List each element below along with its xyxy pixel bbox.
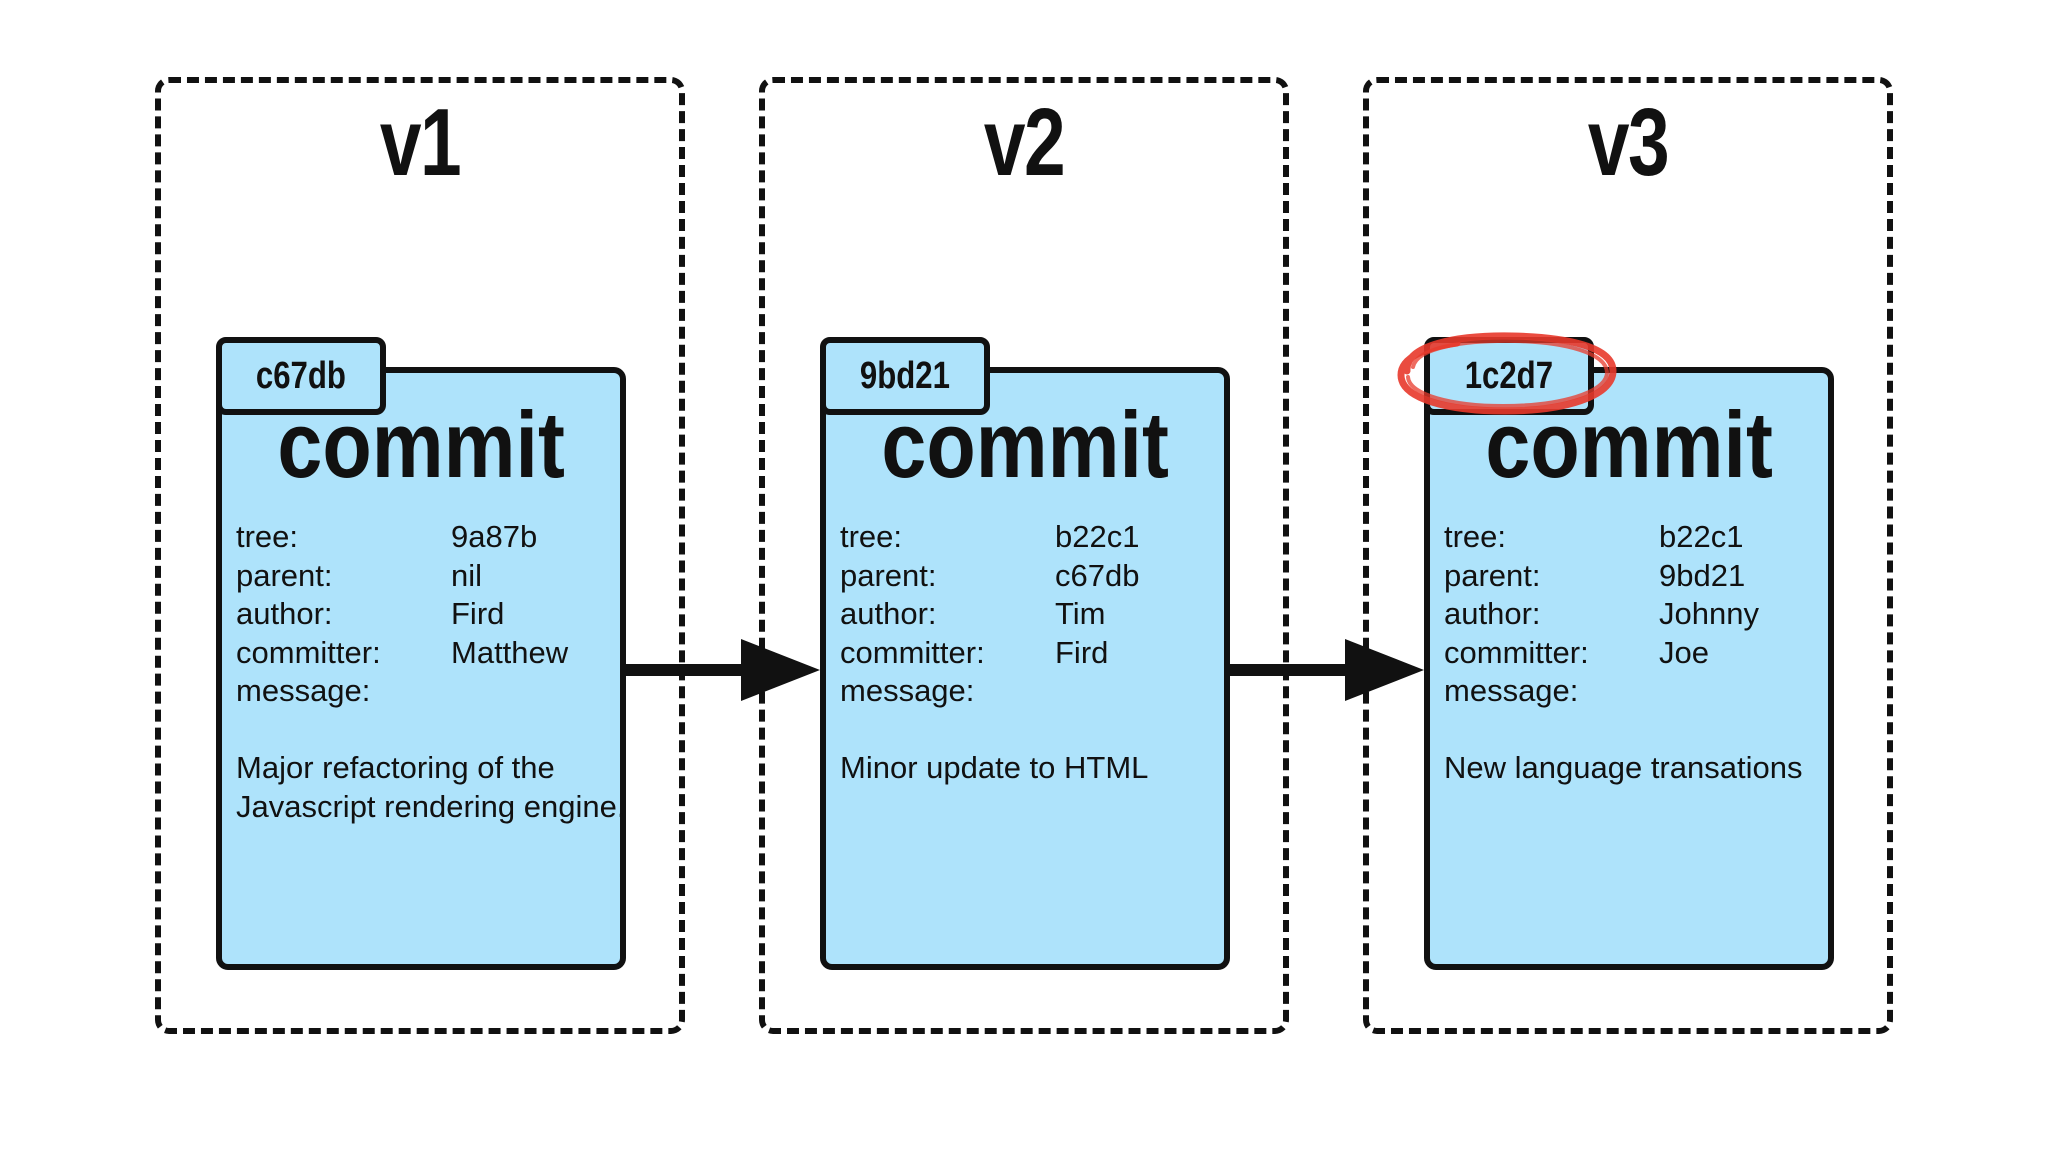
field-value-tree-v2: b22c1 [1055, 519, 1140, 554]
field-label-parent-v3: parent: [1444, 558, 1541, 593]
field-label-message-v1: message: [236, 673, 371, 708]
commit-card-v3 [1424, 367, 1834, 970]
field-value-parent-v3: 9bd21 [1659, 558, 1746, 593]
field-label-author-v2: author: [840, 596, 937, 631]
field-label-committer-v3: committer: [1444, 635, 1589, 670]
field-value-author-v2: Tim [1055, 596, 1106, 631]
field-label-message-v2: message: [840, 673, 975, 708]
field-value-parent-v1: nil [451, 558, 483, 593]
field-label-tree-v1: tree: [236, 519, 299, 554]
field-label-parent-v1: parent: [236, 558, 333, 593]
commit-card-v2 [820, 367, 1230, 970]
version-label-v2: v2 [983, 89, 1066, 196]
commit-message-v1: Major refactoring of the Javascript rend… [236, 750, 626, 824]
field-label-parent-v2: parent: [840, 558, 937, 593]
field-label-author-v3: author: [1444, 596, 1541, 631]
commit-card-v1 [216, 367, 626, 970]
field-label-message-v3: message: [1444, 673, 1579, 708]
version-box-v3 [1363, 77, 1893, 1034]
version-box-v2 [759, 77, 1289, 1034]
field-label-tree-v3: tree: [1444, 519, 1507, 554]
field-value-committer-v1: Matthew [451, 635, 569, 670]
field-value-tree-v1: 9a87b [451, 519, 538, 554]
field-value-parent-v2: c67db [1055, 558, 1140, 593]
field-value-committer-v2: Fird [1055, 635, 1109, 670]
commit-title-text-v2: commit [881, 392, 1169, 497]
commit-title-v2: commit [820, 398, 1230, 492]
field-value-committer-v3: Joe [1659, 635, 1709, 670]
commit-title-v1: commit [216, 398, 626, 492]
commit-hash-v1: c67db [255, 354, 347, 397]
commit-hash-tab-v1: c67db [216, 337, 386, 415]
field-value-author-v3: Johnny [1659, 596, 1759, 631]
version-box-v1 [155, 77, 685, 1034]
commit-title-text-v1: commit [277, 392, 565, 497]
commit-hash-v3: 1c2d7 [1464, 354, 1554, 397]
field-label-author-v1: author: [236, 596, 333, 631]
commit-hash-v2: 9bd21 [859, 354, 951, 397]
commit-hash-tab-v2: 9bd21 [820, 337, 990, 415]
commit-message-v3: New language transations [1444, 750, 1803, 785]
commit-message-v2: Minor update to HTML [840, 750, 1149, 785]
version-label-v1: v1 [379, 89, 462, 196]
field-label-committer-v2: committer: [840, 635, 985, 670]
field-value-tree-v3: b22c1 [1659, 519, 1744, 554]
version-label-v3: v3 [1587, 89, 1670, 196]
field-label-committer-v1: committer: [236, 635, 381, 670]
field-label-tree-v2: tree: [840, 519, 903, 554]
arrow-v2-to-v3 [1230, 639, 1424, 701]
field-value-author-v1: Fird [451, 596, 505, 631]
highlight-circle-1c2d7 [1397, 332, 1617, 415]
arrow-v1-to-v2 [626, 639, 820, 701]
